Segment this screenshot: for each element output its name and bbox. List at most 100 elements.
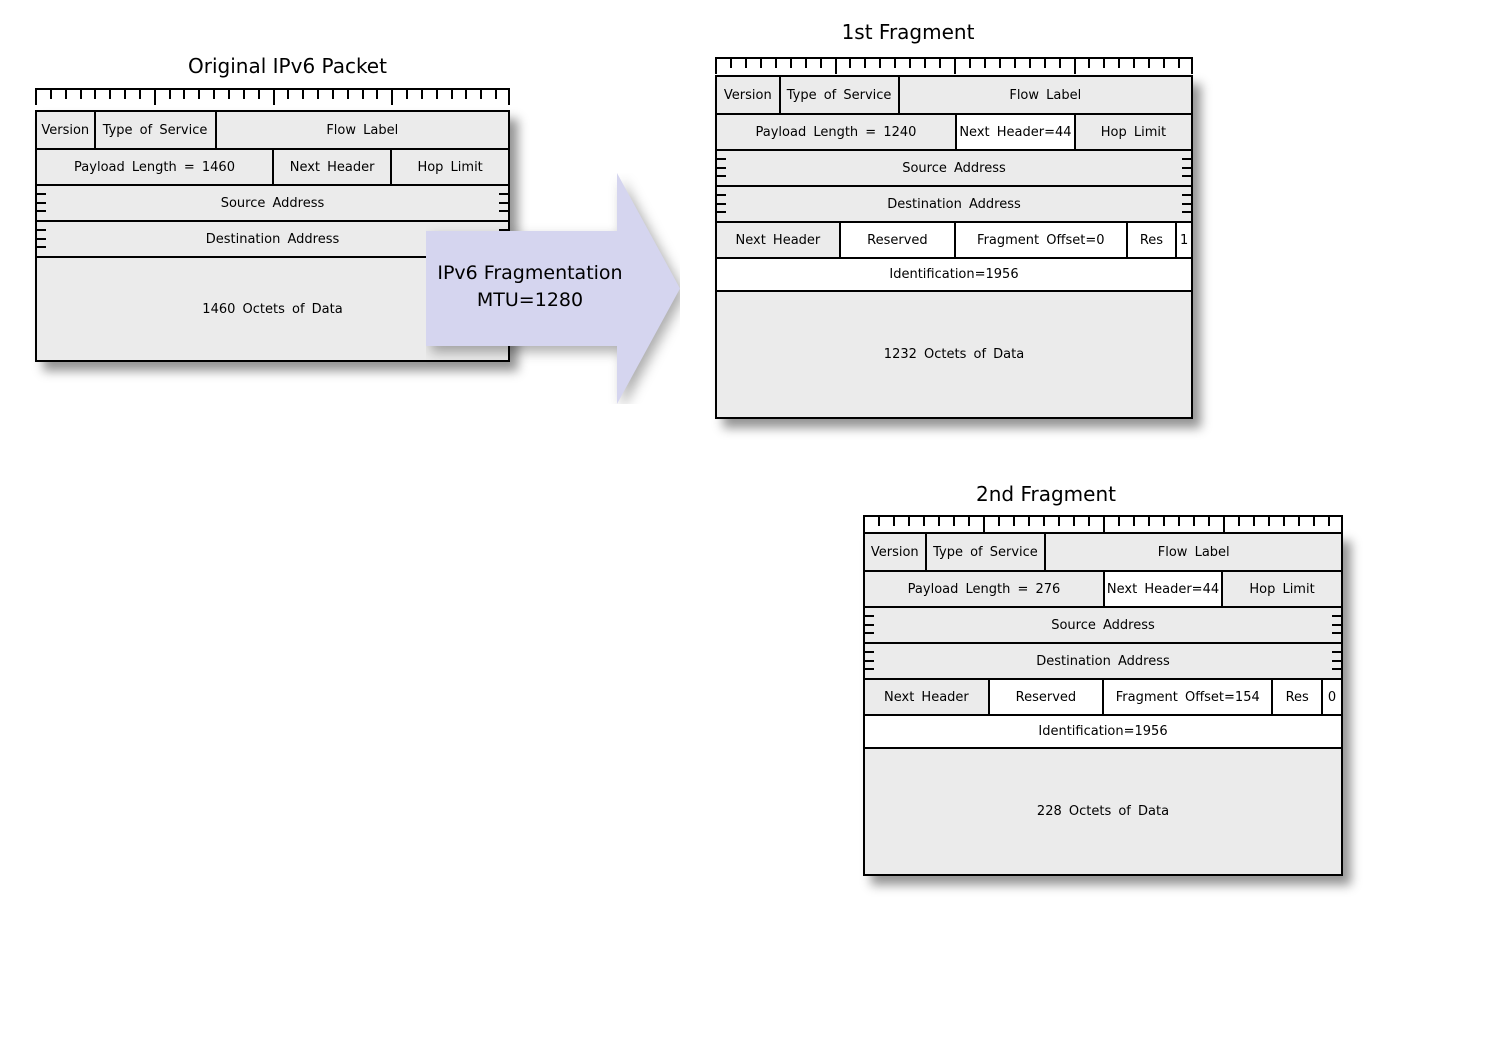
ruler-tick bbox=[1191, 59, 1193, 74]
break-mark bbox=[865, 623, 874, 626]
ruler-tick bbox=[1043, 59, 1046, 68]
ruler-tick bbox=[834, 59, 837, 74]
ruler-tick bbox=[1073, 59, 1076, 74]
field-label: Hop Limit bbox=[1100, 124, 1167, 140]
field-label: Payload Length = 276 bbox=[907, 581, 1061, 597]
field-label: Identification=1956 bbox=[889, 267, 1019, 282]
ruler-tick bbox=[744, 59, 747, 68]
ruler-tick bbox=[79, 90, 82, 99]
ruler-tick bbox=[908, 517, 910, 526]
field-label: Destination Address bbox=[887, 196, 1021, 212]
ruler-tick bbox=[1073, 517, 1075, 526]
packet-row: Source Address bbox=[865, 606, 1341, 642]
ruler-tick bbox=[64, 90, 67, 99]
break-mark bbox=[1182, 175, 1191, 178]
field-cell-version: Version bbox=[865, 534, 925, 570]
field-label: 0 bbox=[1327, 689, 1337, 705]
ruler-tick bbox=[420, 90, 423, 99]
field-cell-res: Res bbox=[1125, 223, 1176, 257]
field-cell-version: Version bbox=[717, 77, 779, 113]
break-mark bbox=[865, 659, 874, 662]
ruler-tick bbox=[1193, 517, 1195, 526]
field-label: 1460 Octets of Data bbox=[202, 301, 343, 317]
break-mark bbox=[1182, 166, 1191, 169]
field-cell-next-header: Next Header bbox=[272, 150, 391, 184]
ruler-tick bbox=[924, 59, 927, 68]
field-label: Flow Label bbox=[1009, 87, 1082, 103]
field-label: Payload Length = 1240 bbox=[755, 124, 917, 140]
field-label: Fragment Offset=0 bbox=[977, 232, 1105, 248]
break-mark bbox=[1182, 158, 1191, 161]
ruler-tick bbox=[242, 90, 245, 99]
field-cell-identification: Identification=1956 bbox=[865, 716, 1341, 747]
ruler-tick bbox=[893, 517, 895, 526]
field-cell-destination-address: Destination Address bbox=[717, 187, 1191, 221]
ruler-tick bbox=[153, 90, 156, 105]
ruler-tick bbox=[968, 517, 970, 526]
field-cell-payload-length: Payload Length = 276 bbox=[865, 572, 1103, 606]
break-mark bbox=[499, 193, 508, 196]
field-cell-fragment-offset: Fragment Offset=0 bbox=[953, 223, 1126, 257]
field-cell-m-flag: 1 bbox=[1175, 223, 1191, 257]
field-cell-next-header: Next Header=44 bbox=[1103, 572, 1222, 606]
ruler-tick bbox=[272, 90, 275, 105]
field-cell-destination-address: Destination Address bbox=[865, 644, 1341, 678]
field-label: Res bbox=[1139, 232, 1164, 248]
field-label: Version bbox=[41, 122, 90, 138]
ruler-tick bbox=[1013, 59, 1016, 68]
ruler-tick bbox=[1148, 59, 1151, 68]
ruler-tick bbox=[317, 90, 320, 99]
field-label: Hop Limit bbox=[1249, 581, 1315, 597]
packet-row: 1232 Octets of Data bbox=[717, 290, 1191, 417]
break-mark bbox=[717, 158, 726, 161]
break-mark bbox=[865, 615, 874, 618]
break-mark bbox=[717, 211, 726, 214]
field-label: Type of Service bbox=[102, 122, 208, 138]
field-label: Source Address bbox=[220, 195, 325, 211]
field-cell-reserved: Reserved bbox=[987, 680, 1103, 714]
field-label: Version bbox=[723, 87, 772, 103]
field-label: Source Address bbox=[902, 160, 1006, 176]
bit-ruler bbox=[35, 88, 510, 105]
break-mark bbox=[37, 210, 46, 213]
field-cell-data-octets: 228 Octets of Data bbox=[865, 749, 1341, 874]
ruler-tick bbox=[923, 517, 925, 526]
ruler-tick bbox=[1088, 59, 1091, 68]
packet-row: Source Address bbox=[717, 149, 1191, 185]
break-mark bbox=[1332, 623, 1341, 626]
ruler-tick bbox=[1163, 59, 1166, 68]
break-mark bbox=[499, 210, 508, 213]
break-mark bbox=[717, 166, 726, 169]
field-label: Hop Limit bbox=[417, 159, 483, 175]
ruler-tick bbox=[983, 59, 986, 68]
ruler-tick bbox=[257, 90, 260, 99]
break-mark bbox=[1332, 668, 1341, 671]
ruler-tick bbox=[1238, 517, 1240, 526]
field-label: Identification=1956 bbox=[1038, 724, 1168, 739]
ruler-tick bbox=[715, 59, 717, 74]
ruler-tick bbox=[1283, 517, 1285, 526]
ruler-tick bbox=[35, 90, 37, 105]
ruler-tick bbox=[1148, 517, 1150, 526]
ruler-tick bbox=[953, 517, 955, 526]
packet-row: Payload Length = 276 Next Header=44 Hop Li… bbox=[865, 570, 1341, 606]
right-arrow-shape bbox=[426, 173, 680, 404]
diagram-title: 1st Fragment bbox=[841, 20, 975, 44]
ruler-tick bbox=[1268, 517, 1270, 526]
break-mark bbox=[865, 651, 874, 654]
field-label: Res bbox=[1285, 689, 1309, 705]
ruler-tick bbox=[878, 517, 880, 526]
break-mark bbox=[865, 632, 874, 635]
ruler-tick bbox=[361, 90, 364, 99]
ruler-tick bbox=[1088, 517, 1090, 526]
break-mark bbox=[865, 668, 874, 671]
ruler-tick bbox=[1058, 517, 1060, 526]
ruler-tick bbox=[94, 90, 97, 99]
field-label: Reserved bbox=[1015, 689, 1077, 705]
field-cell-frag-next-header: Next Header bbox=[717, 223, 839, 257]
